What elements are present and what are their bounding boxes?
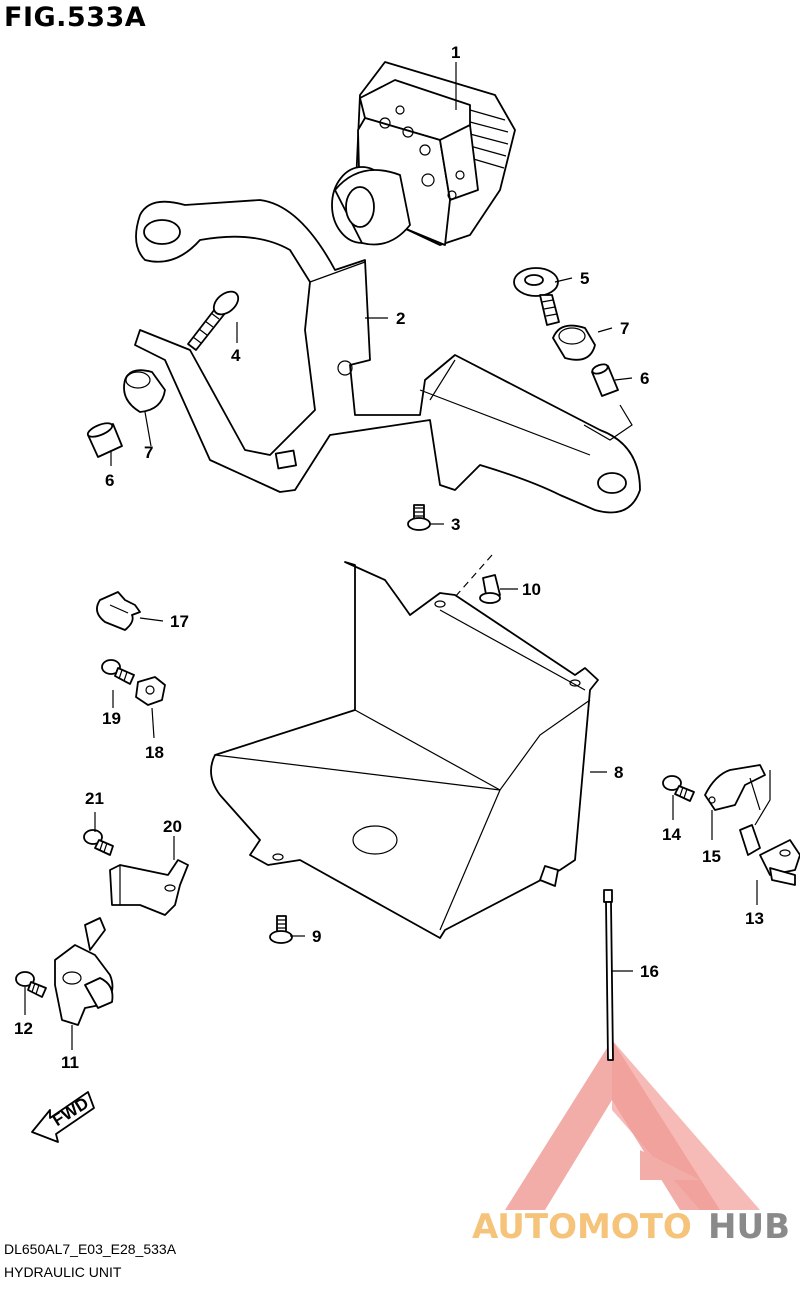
figure-description: HYDRAULIC UNIT (4, 1264, 122, 1280)
callout-21: 21 (85, 789, 104, 808)
fwd-arrow-icon: FWD (31, 1091, 95, 1143)
callout-17: 17 (170, 612, 189, 631)
figure-code: DL650AL7_E03_E28_533A (4, 1241, 177, 1257)
bracket-part (134, 199, 641, 514)
callout-7-right: 7 (620, 319, 629, 338)
bolt-4-part (187, 290, 240, 351)
leader-lines (24, 62, 758, 1050)
watermark-text-hub: HUB (708, 1207, 790, 1247)
callout-labels: 1 2 3 4 5 6 7 7 6 8 9 10 11 12 13 14 15 … (14, 43, 764, 1072)
callout-18: 18 (145, 743, 164, 762)
speed-sensor-11-part (54, 917, 114, 1026)
callout-6-left: 6 (105, 471, 114, 490)
cable-tie-16-part (603, 889, 614, 1061)
sensor-bracket-15-part (704, 764, 766, 811)
bolt-19-part (101, 659, 135, 685)
callout-4: 4 (231, 346, 241, 365)
clip-nut-18-part (135, 676, 166, 706)
bolt-14-part (662, 775, 695, 802)
callout-11: 11 (61, 1053, 79, 1072)
callout-10: 10 (522, 580, 541, 599)
callout-3: 3 (451, 515, 460, 534)
callout-14: 14 (662, 825, 681, 844)
callout-12: 12 (14, 1019, 33, 1038)
clamp-17-part (96, 591, 141, 631)
callout-16: 16 (640, 962, 659, 981)
bolt-12-part (15, 971, 47, 998)
grommet-7-right-part (552, 324, 596, 361)
grommet-7-left-part (123, 369, 166, 413)
watermark-text-automoto: AUTOMOTO (472, 1207, 692, 1247)
callout-8: 8 (614, 763, 623, 782)
callout-19: 19 (102, 709, 121, 728)
collar-6-right-part (591, 363, 619, 397)
callout-9: 9 (312, 927, 321, 946)
callout-20: 20 (163, 817, 182, 836)
collar-6-left-part (86, 422, 123, 458)
watermark-logo (505, 1040, 760, 1210)
figure-title: FIG.533A (4, 2, 147, 33)
speed-sensor-13-part (739, 770, 800, 886)
callout-6-right: 6 (640, 369, 649, 388)
callout-2: 2 (396, 309, 405, 328)
watermark-text: AUTOMOTO HUB (472, 1207, 790, 1247)
callout-7-left: 7 (144, 443, 153, 462)
callout-13: 13 (745, 909, 764, 928)
callout-15: 15 (702, 847, 721, 866)
hydraulic-unit-part (331, 61, 516, 246)
bolt-21-part (83, 829, 114, 856)
clip-10-part (479, 574, 501, 604)
bolt-3-part (407, 504, 431, 531)
callout-5: 5 (580, 269, 589, 288)
callout-1: 1 (451, 43, 460, 62)
tray-part (210, 561, 599, 939)
bolt-9-part (269, 915, 293, 944)
bracket-20-part (109, 859, 189, 916)
bolt-5-part (513, 267, 560, 326)
